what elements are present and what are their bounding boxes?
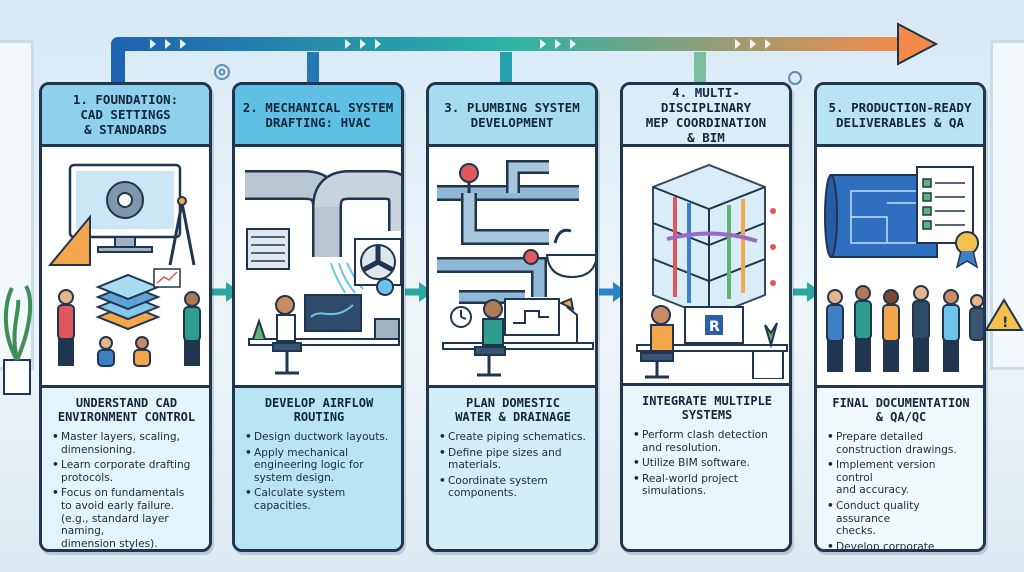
stage-2-bullet-2: Apply mechanical engineering logic for s… <box>245 447 393 485</box>
stage-1-illustration <box>42 147 209 379</box>
stage-1-bullet-1: Master layers, scaling, dimensioning. <box>52 431 201 456</box>
stage-4-bullet-3: Real-world project simulations. <box>633 473 781 498</box>
top-progress-arrow <box>111 37 900 84</box>
stage-3-bullets: Create piping schematics. Define pipe si… <box>439 431 587 500</box>
svg-text:!: ! <box>1002 315 1008 331</box>
layer-stack-icon <box>95 273 161 331</box>
blueprint-icon <box>824 174 938 258</box>
drafter-at-desk-icon <box>248 278 400 375</box>
decor-gear-icons <box>214 64 802 85</box>
stage-5-bullet-1: Prepare detailed construction drawings. <box>827 431 975 456</box>
stage-3-illustration <box>429 147 595 379</box>
stage-3-bullet-3: Coordinate system components. <box>439 475 587 500</box>
stage-1-title: 1. FOUNDATION: CAD SETTINGS & STANDARDS <box>42 85 209 147</box>
vent-grille-icon <box>246 228 290 270</box>
bim-building-model-icon <box>652 163 766 319</box>
arrow-chevrons <box>150 39 771 49</box>
stage-4-details: INTEGRATE MULTIPLE SYSTEMS Perform clash… <box>623 383 789 549</box>
revit-logo-icon: R <box>705 315 723 335</box>
stage-1-subtitle: UNDERSTAND CAD ENVIRONMENT CONTROL <box>57 396 196 424</box>
stage-3-subtitle: PLAN DOMESTIC WATER & DRAINAGE <box>455 396 571 424</box>
stage-4-illustration: R <box>623 147 789 379</box>
stage-5-bullets: Prepare detailed construction drawings. … <box>827 431 975 549</box>
stage-4-bullet-2: Utilize BIM software. <box>633 457 781 470</box>
checklist-certificate-icon <box>916 166 979 269</box>
stage-2-bullet-3: Calculate system capacities. <box>245 487 393 512</box>
stage-2-subtitle: DEVELOP AIRFLOW ROUTING <box>264 396 374 424</box>
stage-card-4: 4. MULTI-DISCIPLINARY MEP COORDINATION &… <box>620 82 792 552</box>
drafter-at-desk-icon: R <box>636 305 788 379</box>
stage-2-title: 2. MECHANICAL SYSTEM DRAFTING: HVAC <box>235 85 401 147</box>
stage-card-3: 3. PLUMBING SYSTEM DEVELOPMENT <box>426 82 598 552</box>
stage-2-bullet-1: Design ductwork layouts. <box>245 431 393 444</box>
clash-marker-icons <box>770 208 776 286</box>
stage-5-bullet-4: Develop corporate communication discipli… <box>827 541 975 549</box>
drafter-at-desk-icon <box>442 297 594 377</box>
stage-3-details: PLAN DOMESTIC WATER & DRAINAGE Create pi… <box>429 385 595 549</box>
plant-icon <box>3 285 33 395</box>
monitor-gear-icon <box>68 163 182 253</box>
stage-4-bullet-1: Perform clash detection and resolution. <box>633 429 781 454</box>
stage-5-details: FINAL DOCUMENTATION & QA/QC Prepare deta… <box>817 385 983 549</box>
stage-5-title: 5. PRODUCTION-READY DELIVERABLES & QA <box>817 85 983 147</box>
stage-2-bullets: Design ductwork layouts. Apply mechanica… <box>245 431 393 513</box>
warning-sign-icon: ! <box>984 298 1024 331</box>
stage-card-2: 2. MECHANICAL SYSTEM DRAFTING: HVAC <box>232 82 404 552</box>
stage-1-bullet-2: Learn corporate drafting protocols. <box>52 459 201 484</box>
stage-3-bullet-2: Define pipe sizes and materials. <box>439 447 587 472</box>
stage-1-bullets: Master layers, scaling, dimensioning. Le… <box>52 431 201 549</box>
stage-3-bullet-1: Create piping schematics. <box>439 431 587 444</box>
valve-icon <box>459 163 539 265</box>
stage-4-subtitle: INTEGRATE MULTIPLE SYSTEMS <box>641 394 773 422</box>
chart-icon <box>153 268 181 288</box>
stage-5-bullet-2: Implement version control and accuracy. <box>827 459 975 497</box>
top-progress-arrow-head <box>897 22 939 66</box>
stage-4-title: 4. MULTI-DISCIPLINARY MEP COORDINATION &… <box>623 85 789 147</box>
stage-3-title: 3. PLUMBING SYSTEM DEVELOPMENT <box>429 85 595 147</box>
team-people-icon <box>57 289 201 367</box>
sink-icon <box>545 228 595 279</box>
team-people-icon <box>826 285 983 372</box>
stage-4-bullets: Perform clash detection and resolution. … <box>633 429 781 498</box>
stage-5-subtitle: FINAL DOCUMENTATION & QA/QC <box>832 396 970 424</box>
pipe-network-icon <box>437 160 579 304</box>
duct-pipe-icon <box>245 170 401 257</box>
stage-1-details: UNDERSTAND CAD ENVIRONMENT CONTROL Maste… <box>42 385 209 549</box>
drafting-compass-icon <box>168 196 196 266</box>
stage-2-illustration <box>235 147 401 379</box>
stage-2-details: DEVELOP AIRFLOW ROUTING Design ductwork … <box>235 385 401 549</box>
stage-card-5: 5. PRODUCTION-READY DELIVERABLES & QA <box>814 82 986 552</box>
stage-card-1: 1. FOUNDATION: CAD SETTINGS & STANDARDS <box>39 82 212 552</box>
stage-5-illustration <box>817 147 983 379</box>
stage-1-bullet-3: Focus on fundamentals to avoid early fai… <box>52 487 201 549</box>
svg-text:R: R <box>709 319 720 335</box>
set-square-icon <box>47 214 91 266</box>
fan-icon <box>354 238 401 286</box>
stage-5-bullet-3: Conduct quality assurance checks. <box>827 500 975 538</box>
